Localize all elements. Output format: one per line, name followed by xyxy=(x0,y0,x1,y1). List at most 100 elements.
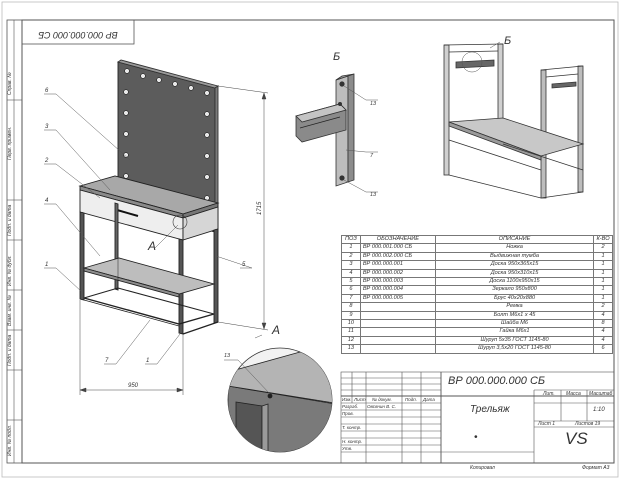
bom-cell-qty: 8 xyxy=(593,319,613,329)
side-stamp-6: Инв. № подл. xyxy=(7,425,13,456)
view-label-a-left: А xyxy=(147,239,156,253)
bom-cell-description: Шайба М6 xyxy=(434,319,595,329)
bom-header-row: ПОЗ ОБОЗНАЧЕНИЕ ОПИСАНИЕ К-ВО xyxy=(341,234,613,245)
bom-cell-description: Шуруп 5х35 ГОСТ 1145-80 xyxy=(434,335,595,346)
bom-cell-description: Доска 950х365х15 xyxy=(434,260,595,270)
bom-cell-pos: 10 xyxy=(341,319,361,329)
detail-leaders xyxy=(343,85,378,193)
bom-cell-qty: 6 xyxy=(593,344,613,354)
bom-cell-qty: 4 xyxy=(593,327,613,337)
height-dimension xyxy=(217,85,269,331)
bom-cell-pos: 3 xyxy=(341,260,361,270)
callout-detail-1: 13 xyxy=(370,101,377,107)
bom-cell-designation: ВР 000.000.005 xyxy=(359,293,437,304)
callout-main-8: 5 xyxy=(242,262,246,268)
format-label: Формат А3 xyxy=(582,465,610,471)
bom-cell-designation xyxy=(359,327,437,337)
bom-cell-description: Доска 950х310х15 xyxy=(434,268,595,279)
bom-cell-designation: ВР 000.002.000 СБ xyxy=(359,251,437,262)
bom-cell-pos: 8 xyxy=(341,302,361,312)
role-developer: Разраб. xyxy=(342,404,359,409)
title-block xyxy=(340,371,615,464)
callout-main-4: 4 xyxy=(45,198,49,204)
col-header-list: Лист xyxy=(354,397,366,402)
scale-value: 1:10 xyxy=(593,407,605,413)
copied-label: Копировал xyxy=(470,465,495,471)
bom-cell-pos: 1 xyxy=(341,243,361,253)
frame-isometric-view xyxy=(443,43,585,199)
bom-cell-designation: ВР 000.000.001 xyxy=(359,260,437,270)
bom-cell-description: Выдвижная тумба xyxy=(434,251,595,262)
col-header-izm: Изм. xyxy=(342,397,352,402)
bom-cell-qty: 4 xyxy=(593,335,613,346)
bom-header-description: ОПИСАНИЕ xyxy=(434,234,595,245)
bom-cell-designation: ВР 000.000.002 xyxy=(359,268,437,279)
bom-cell-qty: 1 xyxy=(593,268,613,279)
callout-main-3: 2 xyxy=(44,158,49,164)
bom-cell-designation: ВР 000.000.004 xyxy=(359,285,437,295)
role-tcontrol: Т. контр. xyxy=(342,425,362,430)
bom-cell-description: Ремка xyxy=(434,302,595,312)
height-value: 1715 xyxy=(257,201,263,215)
callout-main-1: 6 xyxy=(45,88,49,94)
view-label-a-right: А xyxy=(271,323,280,337)
developer-name: Овсянин В. С. xyxy=(367,404,397,409)
stage-header-scale: Масштаб xyxy=(589,391,613,397)
zoom-detail: 13 xyxy=(224,347,333,453)
callout-detail-2: 7 xyxy=(370,153,374,159)
bom-cell-qty: 1 xyxy=(593,285,613,295)
bom-cell-qty: 2 xyxy=(593,243,613,253)
detail-view-b xyxy=(295,73,355,187)
rotated-drawing-number: ВР 000.000.000 СБ xyxy=(38,30,118,40)
bom-cell-qty: 1 xyxy=(593,277,613,287)
bom-cell-description: Зеркало 950х800 xyxy=(434,285,595,295)
company-mark: VS xyxy=(565,429,588,448)
bom-cell-description: Шуруп 3,5х20 ГОСТ 1145-80 xyxy=(434,344,595,354)
side-stamp-1: Справ. № xyxy=(7,72,13,95)
product-name: Трельяж xyxy=(470,404,510,415)
side-stamp-4: Взам. инв. № xyxy=(7,294,13,326)
bom-cell-pos: 13 xyxy=(341,344,361,354)
bom-header-qty: К-ВО xyxy=(593,234,613,245)
bom-cell-qty: 2 xyxy=(593,302,613,312)
bom-cell-description: Болт М6х1 х 45 xyxy=(434,310,595,321)
bom-cell-description: Ножка xyxy=(434,243,595,253)
width-dimension xyxy=(79,300,184,395)
col-header-sign: Подп. xyxy=(405,397,417,402)
view-label-b-iso: Б xyxy=(504,35,511,47)
side-stamp-5: Подп. и дата xyxy=(7,334,13,366)
bom-cell-qty: 4 xyxy=(593,310,613,321)
width-value: 950 xyxy=(128,383,139,389)
side-stamp-0: Перв. примен. xyxy=(7,127,13,160)
sheet-label: Лист 1 xyxy=(538,421,556,427)
callout-main-2: 3 xyxy=(45,124,49,130)
bom-cell-designation xyxy=(359,344,437,354)
col-header-date: Дата xyxy=(423,397,435,402)
bom-cell-description: Доска 1100х950х15 xyxy=(434,277,595,287)
stage-header-mass: Масса xyxy=(566,391,581,397)
bom-cell-pos: 9 xyxy=(341,310,361,321)
rotated-number-box: ВР 000.000.000 СБ xyxy=(21,19,135,45)
callout-zoom: 13 xyxy=(224,353,231,359)
mirror-bulbs xyxy=(123,68,210,201)
bom-cell-designation: ВР 000.000.003 xyxy=(359,277,437,287)
bom-header-pos: ПОЗ xyxy=(341,234,361,245)
callout-main-6: 7 xyxy=(105,358,109,364)
bom-cell-pos: 4 xyxy=(341,268,361,279)
role-approved: Утв. xyxy=(342,446,353,451)
bom-cell-qty: 1 xyxy=(593,293,613,304)
bom-cell-designation xyxy=(359,335,437,346)
stage-header-lit: Лит. xyxy=(543,391,555,397)
role-ncontrol: Н. контр. xyxy=(342,439,363,444)
